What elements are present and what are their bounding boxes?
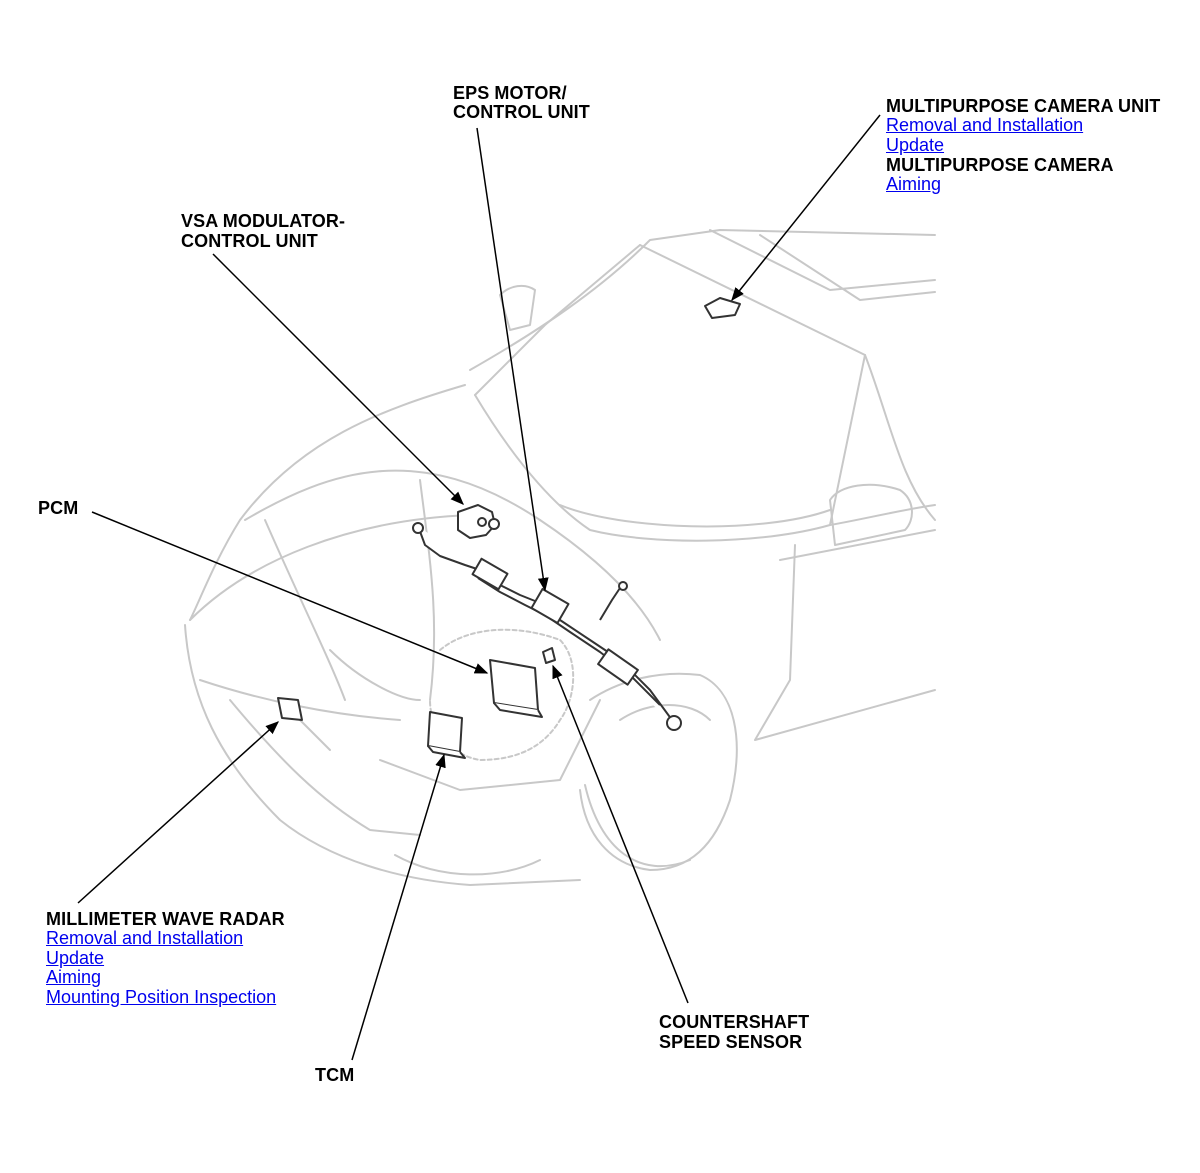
vsa-modulator-part <box>457 504 500 539</box>
tcm-label: TCM <box>315 1065 355 1085</box>
camera-update-link[interactable]: Update <box>886 134 945 155</box>
leader-vsa <box>212 253 464 505</box>
steering-rack-part <box>412 522 682 731</box>
eps-label-line-2: CONTROL UNIT <box>453 102 590 122</box>
camera-subtitle: MULTIPURPOSE CAMERA <box>886 155 1114 175</box>
countershaft-label-line-2: SPEED SENSOR <box>659 1032 803 1052</box>
leader-eps <box>476 127 549 592</box>
components <box>277 297 741 759</box>
multipurpose-camera-unit-part <box>704 297 741 319</box>
millimeter-wave-radar-part <box>277 697 303 721</box>
camera-aiming-link[interactable]: Aiming <box>886 174 942 194</box>
leader-countershaft <box>552 664 689 1004</box>
pcm-part <box>489 659 543 718</box>
leader-radar <box>77 721 280 904</box>
radar-aiming-link[interactable]: Aiming <box>46 967 102 987</box>
camera-removal-link[interactable]: Removal and Installation <box>886 115 1084 135</box>
camera-title: MULTIPURPOSE CAMERA UNIT <box>886 96 1161 116</box>
countershaft-sensor-part <box>542 647 556 664</box>
radar-title: MILLIMETER WAVE RADAR <box>46 909 285 929</box>
tcm-part <box>427 711 466 759</box>
radar-removal-link[interactable]: Removal and Installation <box>46 928 244 948</box>
leader-lines <box>77 114 881 1061</box>
leader-pcm <box>91 511 489 674</box>
leader-tcm <box>351 753 446 1061</box>
countershaft-label: COUNTERSHAFT SPEED SENSOR <box>659 1012 809 1052</box>
eps-label: EPS MOTOR/ CONTROL UNIT <box>453 83 590 122</box>
radar-update-link[interactable]: Update <box>46 947 105 968</box>
leader-camera <box>731 114 881 302</box>
radar-mounting-link[interactable]: Mounting Position Inspection <box>46 986 277 1007</box>
countershaft-label-line-1: COUNTERSHAFT <box>659 1012 810 1032</box>
vsa-label-line-1: VSA MODULATOR- <box>181 211 346 231</box>
pcm-label: PCM <box>38 498 79 518</box>
radar-block: MILLIMETER WAVE RADAR Removal and Instal… <box>46 909 285 1007</box>
car-illustration <box>184 229 936 886</box>
vsa-label-line-2: CONTROL UNIT <box>181 231 318 251</box>
camera-block: MULTIPURPOSE CAMERA UNIT Removal and Ins… <box>886 96 1160 195</box>
vsa-label: VSA MODULATOR- CONTROL UNIT <box>181 211 345 251</box>
eps-label-line-1: EPS MOTOR/ <box>453 83 567 103</box>
